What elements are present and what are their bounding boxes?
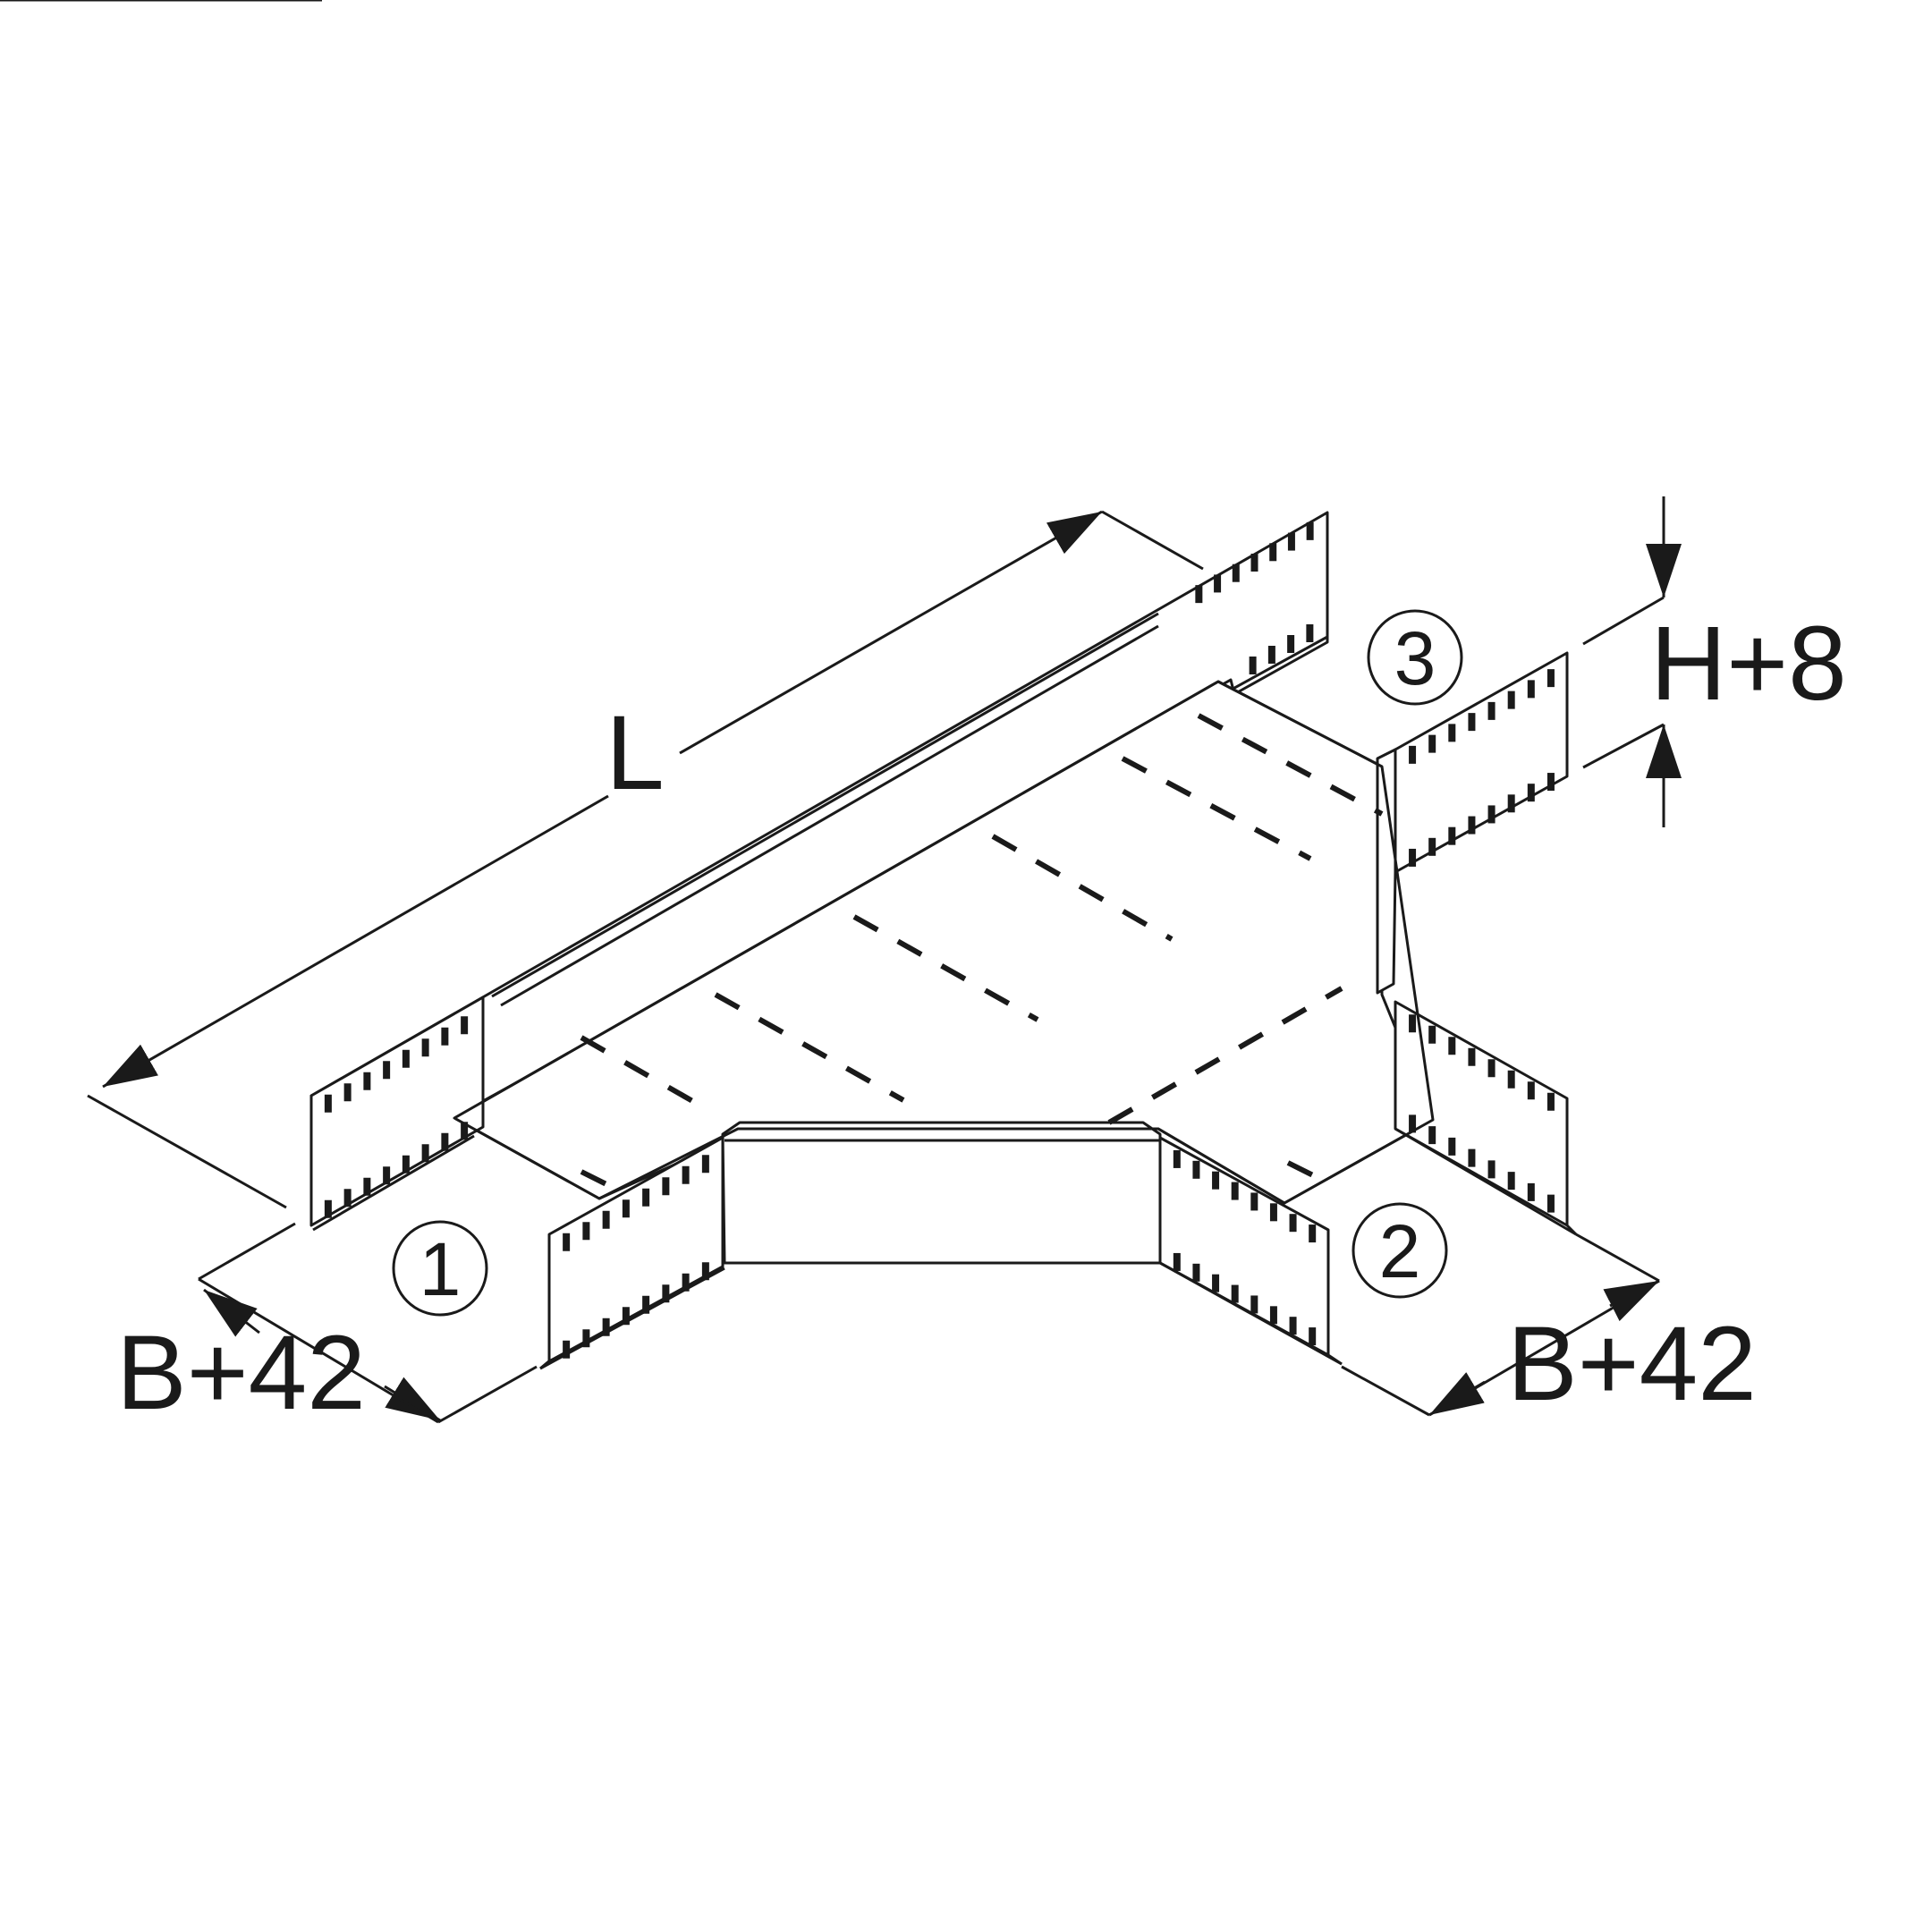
dim-B-right-arrow-b: [1428, 1372, 1486, 1417]
left-end-wall: [309, 996, 485, 1232]
dim-B-left-label: B+42: [116, 1314, 366, 1432]
dim-L-line-left: [102, 794, 609, 1089]
wall-perforations: [324, 521, 1555, 1359]
port-3-label: 3: [1394, 616, 1436, 700]
port-2-circle: [1352, 1202, 1448, 1299]
port-1-label: 1: [419, 1227, 462, 1311]
dim-L-label: L: [606, 694, 665, 812]
dim-B-left-line: [198, 1277, 439, 1424]
dim-H-label: H+8: [1650, 605, 1847, 723]
port-3-wall: [1376, 651, 1578, 1236]
dim-L-line-right: [679, 510, 1103, 755]
port-2-label: 2: [1379, 1209, 1421, 1293]
dim-H-ext-bottom: [1582, 723, 1665, 769]
dim-B-left-arrow-a: [203, 1288, 260, 1337]
dim-B-left-ext-b: [437, 1365, 538, 1424]
dim-B-left-arrow-b: [384, 1377, 441, 1422]
dim-L-extension-left: [87, 1094, 287, 1209]
port-3-circle: [1367, 609, 1463, 706]
port-1-circle: [392, 1220, 488, 1317]
dim-B-left-ext-a: [198, 1222, 296, 1281]
dim-L-extension-right: [1101, 510, 1204, 571]
port-1-wall: [539, 1136, 725, 1370]
port-2-wall: [1158, 1136, 1343, 1366]
front-center-wall: [721, 1121, 1162, 1265]
dim-B-right-ext-b: [1575, 1233, 1660, 1283]
dim-B-right-ext-a: [1341, 1365, 1430, 1417]
dim-H-ext-top: [1582, 596, 1665, 646]
dim-B-right-label: B+42: [1507, 1305, 1757, 1423]
cover-plate: [453, 680, 1435, 1205]
dim-B-right-arrow-a: [1603, 1279, 1660, 1322]
dimension-lines: [87, 496, 1682, 1424]
fold-lines: [580, 713, 1384, 1192]
